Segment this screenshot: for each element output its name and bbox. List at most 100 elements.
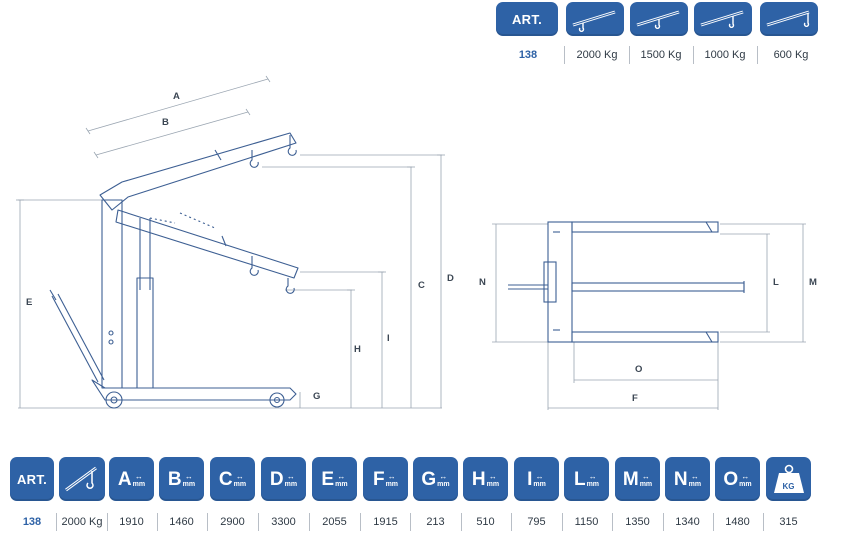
dimension-letter: D xyxy=(269,468,284,490)
dimension-tile-G: G ↔mm xyxy=(413,457,458,501)
dimension-tile-M: M ↔mm xyxy=(615,457,660,501)
bottom-art-header-tile: ART. xyxy=(10,457,54,501)
bottom-separator xyxy=(410,513,411,531)
double-arrow-icon: ↔ xyxy=(387,471,396,481)
dim-label-M: M xyxy=(809,277,817,288)
dimension-tile-C: C ↔mm xyxy=(210,457,255,501)
bottom-separator xyxy=(157,513,158,531)
top-separator xyxy=(564,46,565,64)
dimension-letter: F xyxy=(372,468,385,490)
boom-position-4-tile xyxy=(760,2,818,36)
dimension-tile-H: H ↔mm xyxy=(463,457,508,501)
weight-tile: KG xyxy=(766,457,811,501)
bottom-value-H: 510 xyxy=(476,516,495,528)
dim-label-G: G xyxy=(313,391,321,402)
bottom-separator xyxy=(107,513,108,531)
bottom-separator xyxy=(562,513,563,531)
dimension-letter: L xyxy=(573,468,586,490)
bottom-value-L: 1150 xyxy=(574,516,599,528)
dimension-tile-O: O ↔mm xyxy=(715,457,760,501)
bottom-art-label: ART. xyxy=(16,471,48,487)
unit-label: mm xyxy=(486,480,500,488)
bottom-separator xyxy=(309,513,310,531)
bottom-separator xyxy=(713,513,714,531)
bottom-value-I: 795 xyxy=(527,516,546,528)
dim-label-E: E xyxy=(26,297,33,308)
unit-label: mm xyxy=(688,480,702,488)
unit-label: mm xyxy=(182,480,196,488)
bottom-value-E: 2055 xyxy=(322,516,347,528)
bottom-separator xyxy=(763,513,764,531)
unit-label: mm xyxy=(335,480,348,488)
double-arrow-icon: ↔ xyxy=(337,471,346,481)
dimension-letter: E xyxy=(321,468,335,490)
bottom-separator xyxy=(612,513,613,531)
double-arrow-icon: ↔ xyxy=(235,471,244,481)
dimension-tile-L: L ↔mm xyxy=(564,457,609,501)
bottom-value-B: 1460 xyxy=(169,516,194,528)
dimension-tile-E: E ↔mm xyxy=(312,457,357,501)
bottom-value-C: 2900 xyxy=(220,516,245,528)
double-arrow-icon: ↔ xyxy=(641,471,650,481)
art-header-tile: ART. xyxy=(496,2,558,36)
bottom-separator xyxy=(663,513,664,531)
bottom-value-O: 1480 xyxy=(725,516,750,528)
bottom-separator xyxy=(56,513,57,531)
boom-position-1-icon xyxy=(572,10,616,32)
bottom-value-weight: 315 xyxy=(779,516,798,528)
unit-label: mm xyxy=(284,480,298,488)
dim-label-L: L xyxy=(773,277,779,288)
bottom-value-G: 213 xyxy=(426,516,445,528)
bottom-value-capacity: 2000 Kg xyxy=(61,516,103,528)
bottom-separator xyxy=(258,513,259,531)
dimension-letter: A xyxy=(117,468,132,490)
bottom-separator xyxy=(461,513,462,531)
dimension-tile-N: N ↔mm xyxy=(665,457,710,501)
weight-kg-icon xyxy=(773,464,804,493)
dim-label-H: H xyxy=(354,344,361,355)
unit-label: mm xyxy=(132,480,146,488)
bottom-separator xyxy=(360,513,361,531)
dimension-tile-I: I ↔mm xyxy=(514,457,559,501)
dimension-letter: N xyxy=(673,468,688,490)
double-arrow-icon: ↔ xyxy=(690,471,699,481)
unit-label: mm xyxy=(739,480,752,488)
boom-position-1-tile xyxy=(566,2,624,36)
dim-label-A: A xyxy=(173,91,180,102)
top-value-pos4: 600 Kg xyxy=(773,49,809,61)
double-arrow-icon: ↔ xyxy=(741,471,750,481)
unit-label: mm xyxy=(586,480,600,488)
dim-label-B: B xyxy=(162,117,169,128)
double-arrow-icon: ↔ xyxy=(286,471,295,481)
double-arrow-icon: ↔ xyxy=(488,471,497,481)
dim-label-C: C xyxy=(418,280,425,291)
top-value-art: 138 xyxy=(518,49,538,61)
unit-label: mm xyxy=(437,480,450,488)
boom-position-3-icon xyxy=(700,10,744,28)
bottom-value-F: 1915 xyxy=(373,516,398,528)
dimension-tile-B: B ↔mm xyxy=(159,457,204,501)
boom-position-4-icon xyxy=(766,10,810,27)
unit-label: mm xyxy=(639,480,653,488)
top-value-pos2: 1500 Kg xyxy=(640,49,682,61)
bottom-value-A: 1910 xyxy=(119,516,144,528)
double-arrow-icon: ↔ xyxy=(588,471,597,481)
unit-label: mm xyxy=(385,480,399,488)
bottom-separator xyxy=(511,513,512,531)
bottom-value-M: 1350 xyxy=(625,516,650,528)
art-label: ART. xyxy=(511,11,543,27)
double-arrow-icon: ↔ xyxy=(184,471,193,481)
dim-label-F: F xyxy=(632,393,638,404)
boom-hook-icon xyxy=(65,466,97,492)
dim-label-O: O xyxy=(635,364,643,375)
bottom-boom-tile xyxy=(59,457,105,501)
dimension-letter: G xyxy=(421,468,437,490)
double-arrow-icon: ↔ xyxy=(439,471,448,481)
unit-label: mm xyxy=(233,480,247,488)
boom-position-2-tile xyxy=(630,2,688,36)
double-arrow-icon: ↔ xyxy=(134,471,143,481)
bottom-separator xyxy=(207,513,208,531)
weight-unit-label: KG xyxy=(782,482,795,491)
bottom-value-N: 1340 xyxy=(675,516,700,528)
